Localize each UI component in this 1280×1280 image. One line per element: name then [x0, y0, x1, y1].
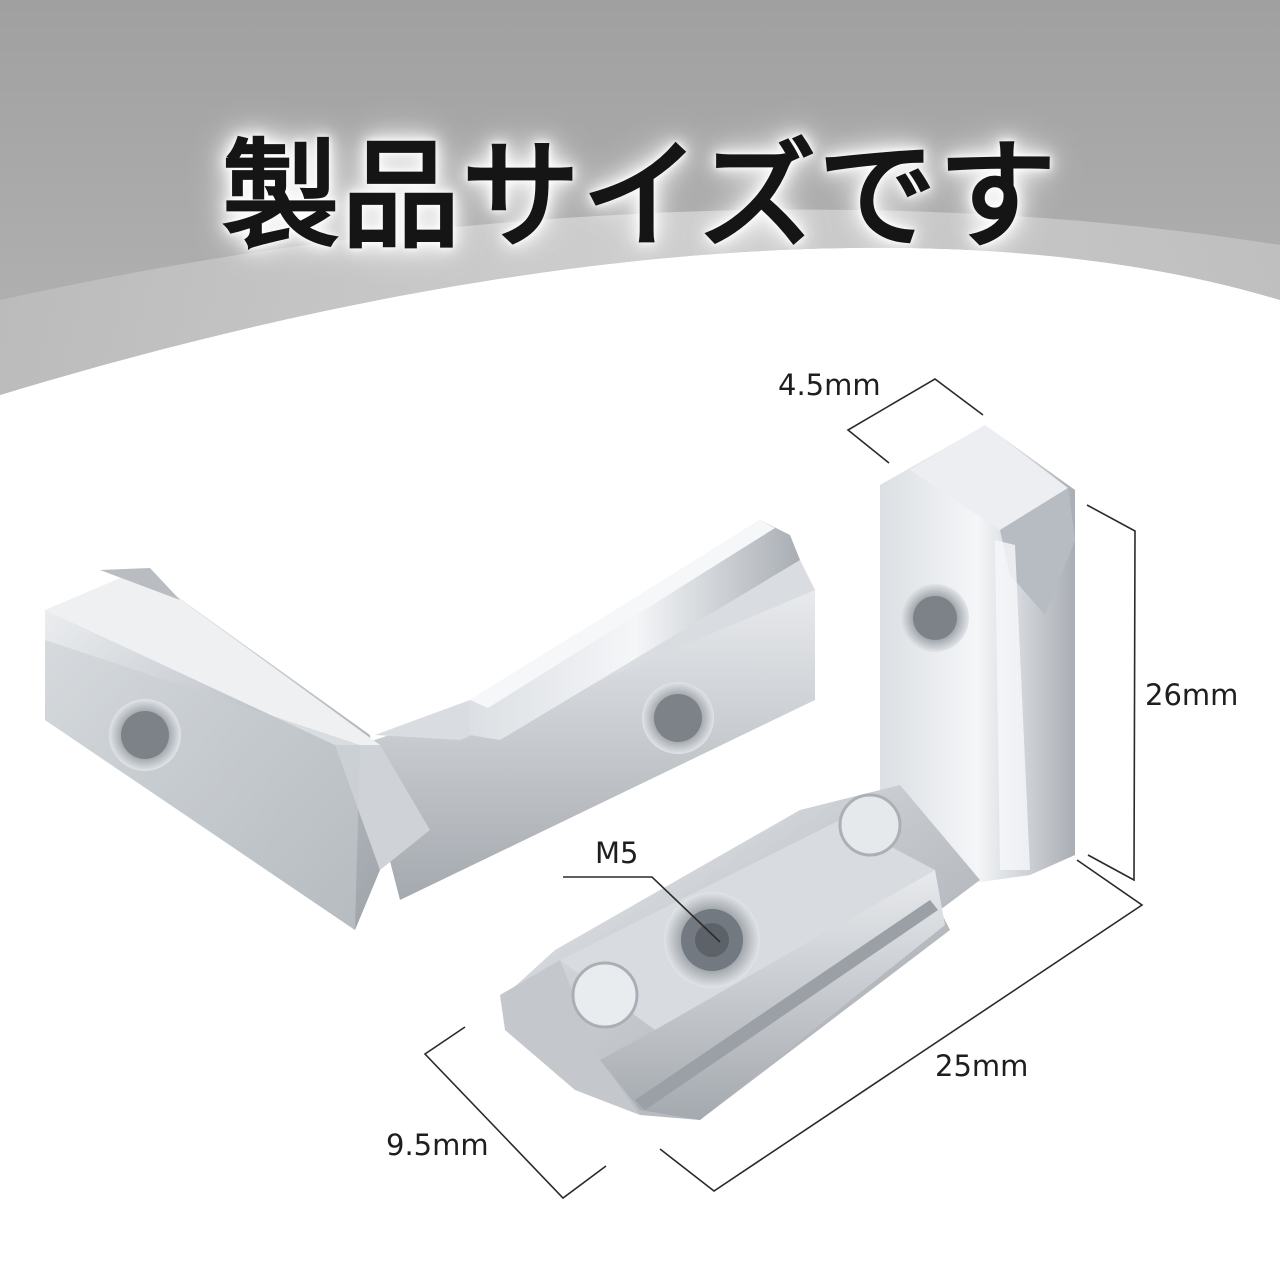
- dim-label-length: 25mm: [935, 1049, 1029, 1083]
- dim-label-height: 26mm: [1145, 678, 1239, 712]
- dim-line-height: [1086, 504, 1136, 882]
- right-bracket-dimple-lower: [571, 961, 639, 1029]
- right-bracket-dimple-upper: [838, 793, 902, 857]
- dim-line-width-top: [846, 378, 984, 464]
- dim-line-thread: [563, 876, 721, 943]
- banner-light-band: [0, 209, 1280, 395]
- dim-label-thread: M5: [595, 836, 639, 870]
- dim-label-width-bottom: 9.5mm: [386, 1128, 489, 1162]
- dim-line-length: [659, 859, 1144, 1192]
- dimension-lines: [423, 378, 1144, 1200]
- page-title: 製品サイズです: [221, 127, 1059, 265]
- dim-label-width-top: 4.5mm: [778, 368, 881, 402]
- dim-line-width-bottom: [423, 1026, 607, 1200]
